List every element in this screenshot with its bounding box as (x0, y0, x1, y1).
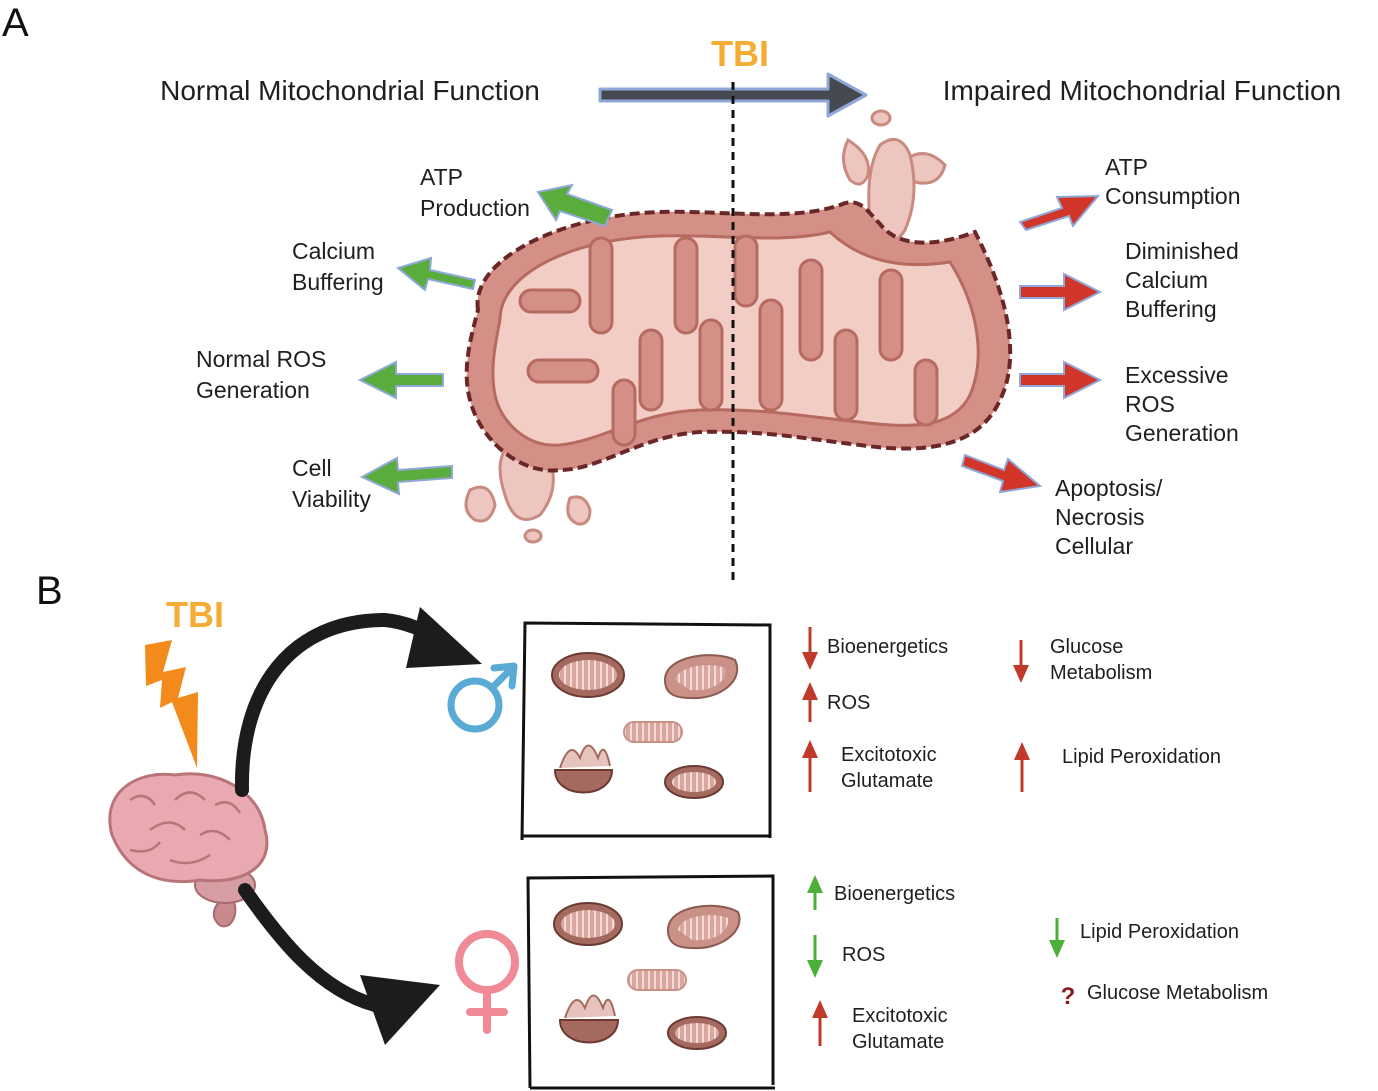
transition-arrow (598, 72, 868, 118)
male-effect-lipid: Lipid Peroxidation (1062, 746, 1221, 768)
unknown-marker: ? (1061, 983, 1076, 1010)
male-indicator-arrows (802, 627, 1030, 792)
female-mitochondria-box (526, 874, 775, 1090)
panel-b-tbi-label: TBI (166, 594, 224, 635)
lightning-icon (145, 640, 198, 768)
female-indicator-arrows (807, 875, 1065, 1046)
mitochondrion-illustration (464, 109, 1013, 544)
panel-a-tbi-label: TBI (711, 33, 769, 74)
brain-icon (108, 772, 269, 928)
impaired-effect-arrows (960, 194, 1103, 494)
normal-function-heading: Normal Mitochondrial Function (160, 75, 540, 106)
female-effect-lipid: Lipid Peroxidation (1080, 921, 1239, 943)
brain-to-female-arrow (238, 883, 440, 1045)
female-effect-bioenergetics: Bioenergetics (834, 883, 955, 905)
female-symbol-icon (455, 930, 519, 1034)
female-effect-glucose: Glucose Metabolism (1087, 982, 1268, 1004)
male-symbol-icon (447, 662, 518, 733)
panel-b-letter: B (36, 569, 63, 613)
brain-to-male-arrow (234, 607, 482, 797)
male-mitochondria-box (520, 621, 772, 841)
impaired-function-heading: Impaired Mitochondrial Function (943, 75, 1341, 106)
male-effect-ros: ROS (827, 692, 870, 714)
male-effect-bioenergetics: Bioenergetics (827, 636, 948, 658)
normal-effect-arrows (357, 183, 614, 496)
female-effect-ros: ROS (842, 944, 885, 966)
panel-a-letter: A (2, 1, 29, 45)
